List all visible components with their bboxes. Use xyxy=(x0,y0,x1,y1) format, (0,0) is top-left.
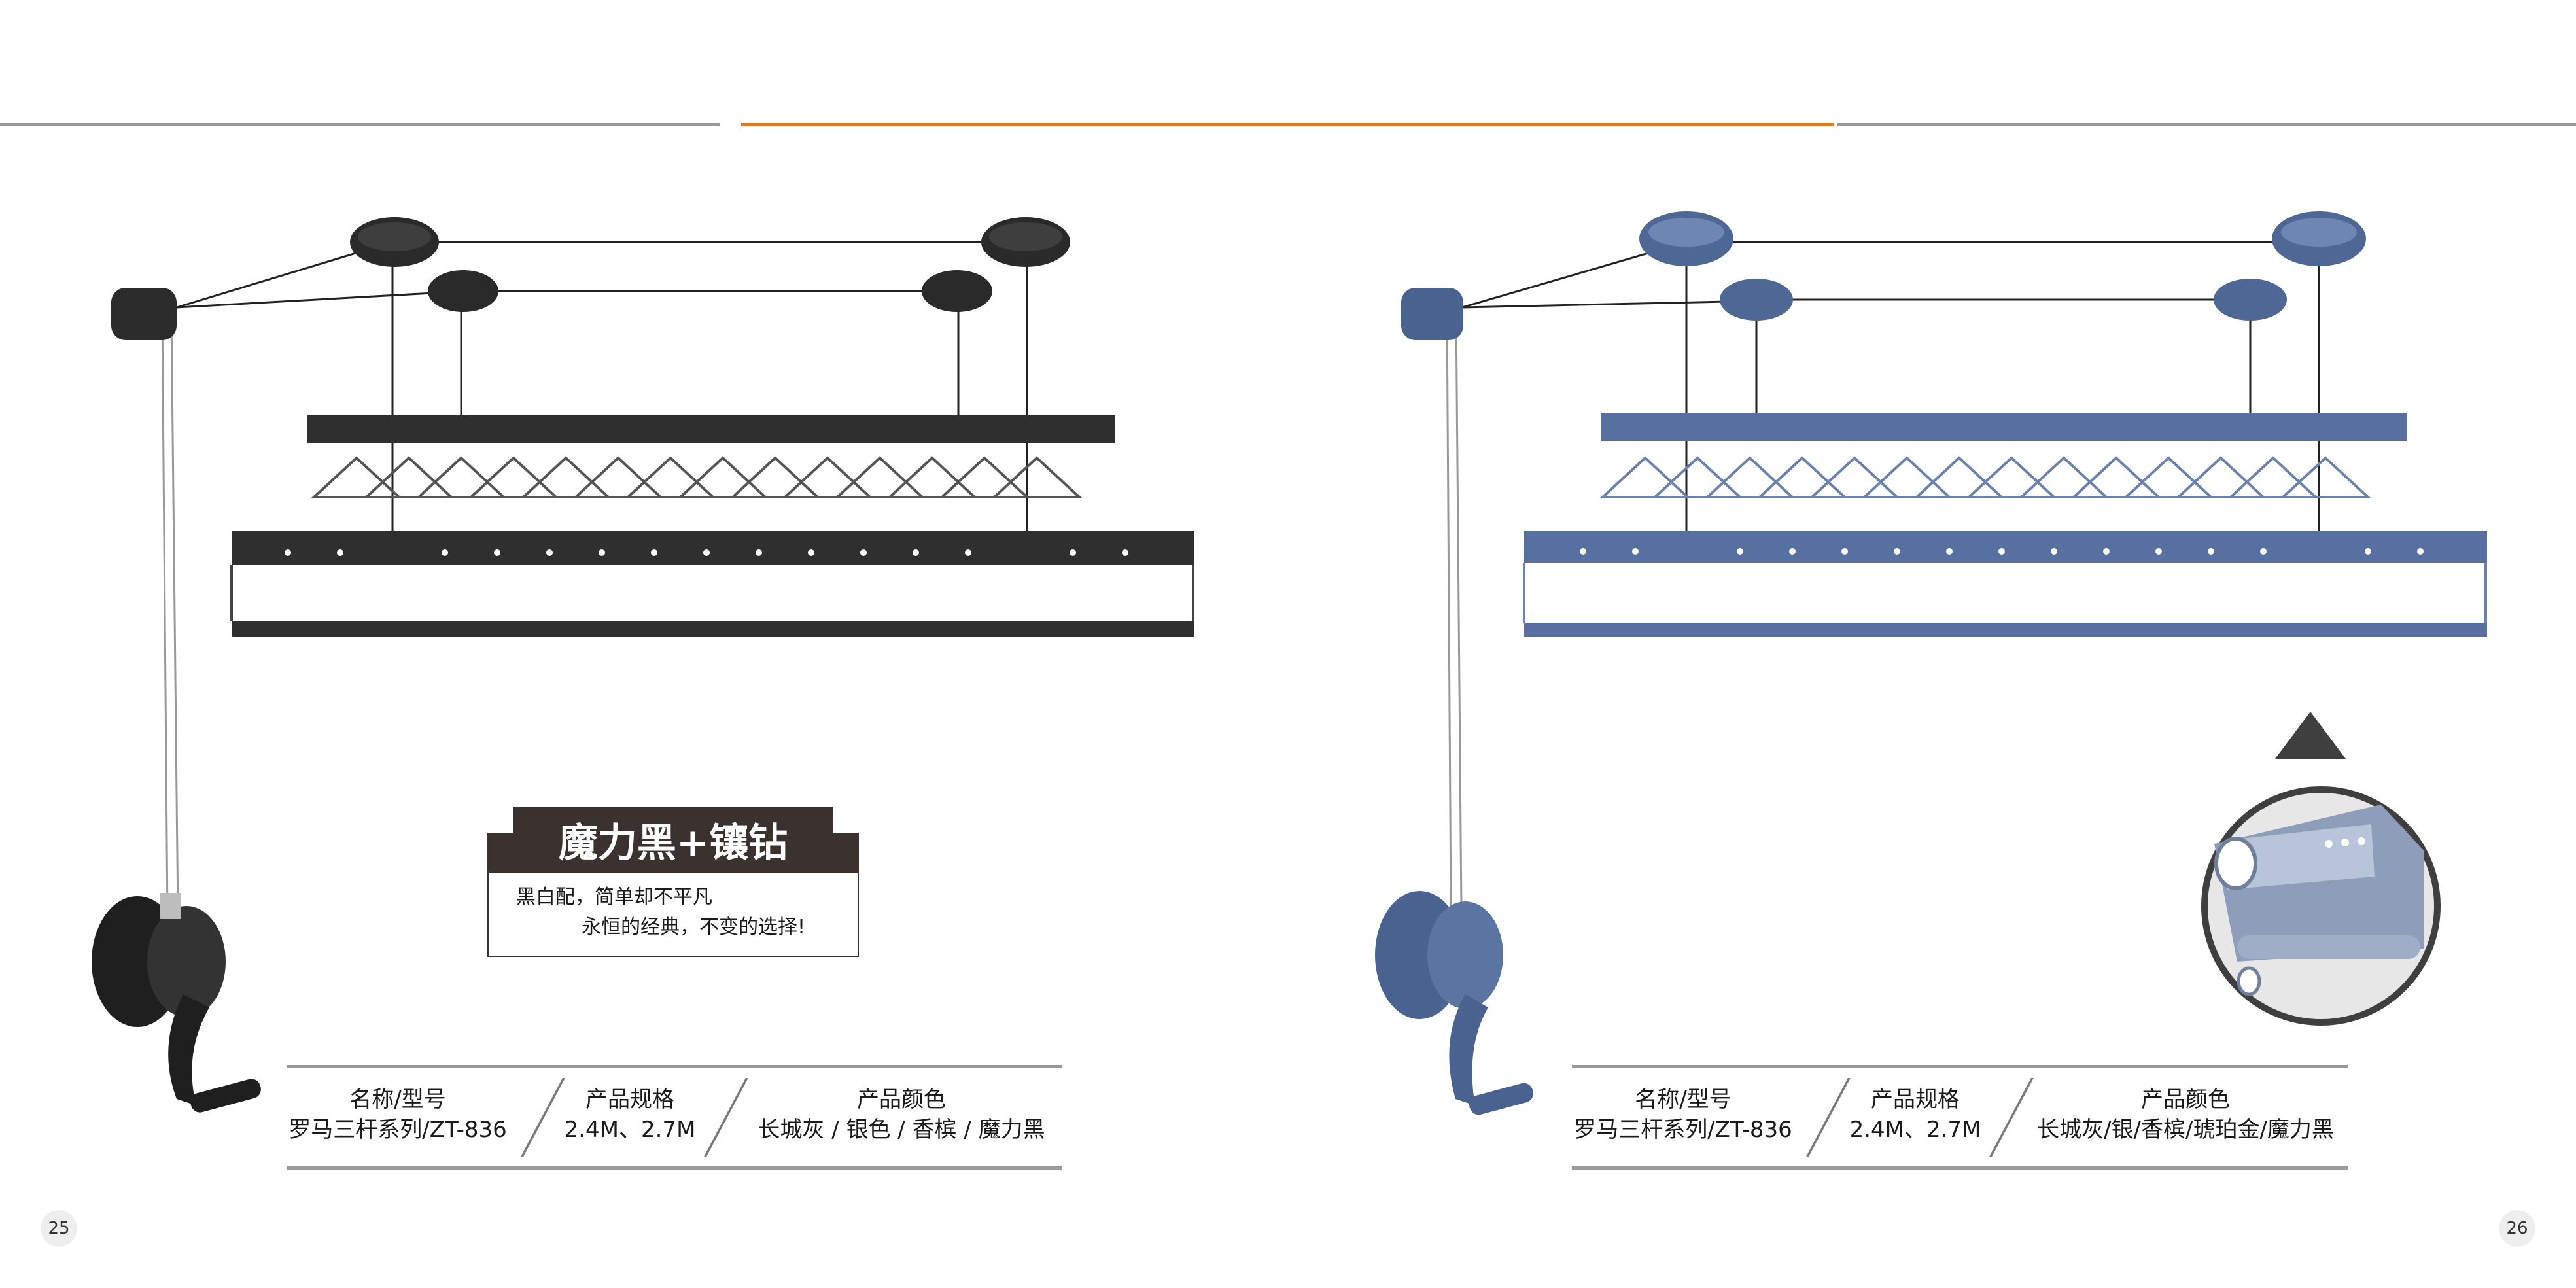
spec-name-value: 罗马三杆系列/ZT-836 xyxy=(288,1117,507,1143)
header-rule-accent xyxy=(741,123,1834,126)
spec-color-value: 长城灰/银/香槟/琥珀金/魔力黑 xyxy=(2037,1117,2334,1143)
spec-color: 产品颜色 长城灰/银/香槟/琥珀金/魔力黑 xyxy=(2023,1085,2348,1145)
spec-name: 名称/型号 罗马三杆系列/ZT-836 xyxy=(287,1085,509,1145)
spec-name: 名称/型号 罗马三杆系列/ZT-836 xyxy=(1572,1085,1794,1145)
top-bar xyxy=(307,415,1115,443)
spec-color-label: 产品颜色 xyxy=(2141,1087,2230,1113)
bottom-bar xyxy=(232,621,1194,637)
ceiling-pulley-icon xyxy=(428,270,498,312)
hangers-icon xyxy=(310,456,1083,498)
ceiling-pulley-icon xyxy=(1720,279,1793,321)
badge-description: 黑白配，简单却不平凡 永恒的经典，不变的选择! xyxy=(487,872,859,957)
spec-color: 产品颜色 长城灰 / 银色 / 香槟 / 魔力黑 xyxy=(744,1085,1058,1145)
page-number-left: 25 xyxy=(41,1210,77,1247)
hangers-icon xyxy=(1599,456,2372,498)
ceiling-pulley-icon xyxy=(922,270,992,312)
main-bar xyxy=(232,531,1194,565)
bottom-bar xyxy=(1524,623,2487,637)
spec-rule-top xyxy=(1572,1065,2348,1068)
badge-line-2: 永恒的经典，不变的选择! xyxy=(582,916,806,939)
spec-table-right: 名称/型号 罗马三杆系列/ZT-836 产品规格 2.4M、2.7M 产品颜色 … xyxy=(1572,1065,2348,1170)
spec-color-value: 长城灰 / 银色 / 香槟 / 魔力黑 xyxy=(757,1117,1045,1143)
spec-size-label: 产品规格 xyxy=(1871,1087,1960,1113)
wall-bracket-icon xyxy=(1401,288,1463,340)
spec-rule-top xyxy=(287,1065,1062,1068)
main-bar xyxy=(1524,531,2487,563)
hand-crank-icon xyxy=(1375,891,1534,1115)
spec-size-value: 2.4M、2.7M xyxy=(1849,1117,1981,1143)
spec-name-value: 罗马三杆系列/ZT-836 xyxy=(1574,1117,1792,1143)
badge-title: 魔力黑+镶钻 xyxy=(487,807,859,872)
header-rule-right xyxy=(1837,123,2576,126)
spec-size-value: 2.4M、2.7M xyxy=(564,1117,696,1143)
wall-bracket-icon xyxy=(111,288,177,340)
spec-name-label: 名称/型号 xyxy=(1635,1087,1732,1113)
top-bar xyxy=(1601,413,2407,441)
hand-crank-icon xyxy=(92,893,261,1113)
spec-name-label: 名称/型号 xyxy=(349,1087,446,1113)
spec-size-label: 产品规格 xyxy=(585,1087,674,1113)
spec-size: 产品规格 2.4M、2.7M xyxy=(1834,1085,1997,1145)
page-number-right: 26 xyxy=(2499,1210,2535,1247)
spec-size: 产品规格 2.4M、2.7M xyxy=(548,1085,712,1145)
detail-magnifier-icon xyxy=(2201,712,2441,1026)
spec-rule-bottom xyxy=(287,1166,1062,1170)
spec-table-left: 名称/型号 罗马三杆系列/ZT-836 产品规格 2.4M、2.7M 产品颜色 … xyxy=(287,1065,1062,1170)
header-rule-left xyxy=(0,123,720,126)
ceiling-pulley-icon xyxy=(2214,279,2287,321)
product-badge: 魔力黑+镶钻 黑白配，简单却不平凡 永恒的经典，不变的选择! xyxy=(487,807,859,957)
badge-line-1: 黑白配，简单却不平凡 xyxy=(516,886,712,909)
spec-color-label: 产品颜色 xyxy=(857,1087,946,1113)
spec-rule-bottom xyxy=(1572,1166,2348,1170)
